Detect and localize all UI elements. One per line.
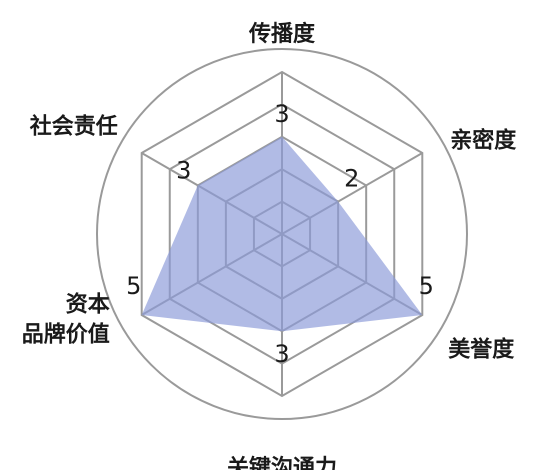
- axis-label: 社会责任: [30, 114, 118, 140]
- axis-label: 美誉度: [448, 337, 515, 363]
- value-label: 5: [419, 272, 434, 300]
- axis-label: 关键沟通力: [227, 455, 337, 470]
- value-label: 3: [176, 156, 191, 184]
- value-label: 3: [274, 100, 289, 128]
- axis-label: 亲密度: [450, 128, 517, 154]
- series-area: [141, 136, 423, 332]
- value-label: 3: [274, 340, 289, 368]
- axis-label: 资本品牌价值: [22, 293, 110, 348]
- value-label: 2: [344, 165, 359, 193]
- radar-series: [141, 136, 423, 332]
- axis-label: 传播度: [248, 21, 316, 47]
- outer-circle: [96, 48, 468, 420]
- value-label: 5: [126, 272, 141, 300]
